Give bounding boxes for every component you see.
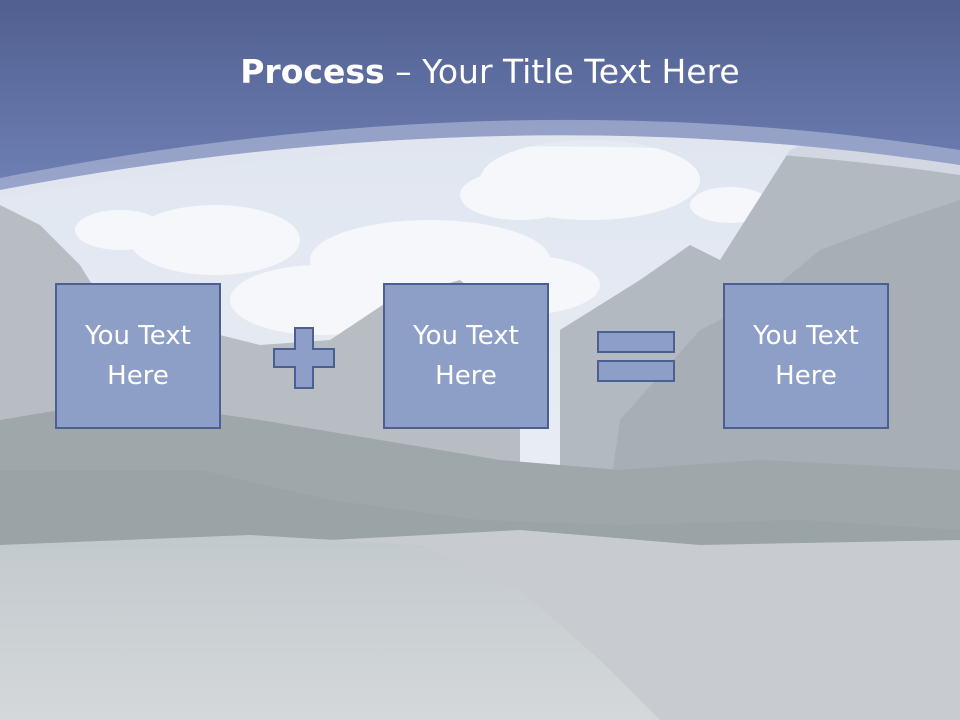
plus-icon xyxy=(273,327,335,389)
title-rest: – Your Title Text Here xyxy=(384,52,740,91)
step-3-text: You Text Here xyxy=(753,321,859,391)
process-step-3[interactable]: You Text Here xyxy=(723,283,889,429)
step-1-text: You Text Here xyxy=(85,321,191,391)
title-bold: Process xyxy=(240,52,385,91)
process-step-1[interactable]: You Text Here xyxy=(55,283,221,429)
step-2-text: You Text Here xyxy=(413,321,519,391)
slide-title: Process – Your Title Text Here xyxy=(0,52,960,91)
equals-icon xyxy=(597,331,675,382)
process-step-2[interactable]: You Text Here xyxy=(383,283,549,429)
